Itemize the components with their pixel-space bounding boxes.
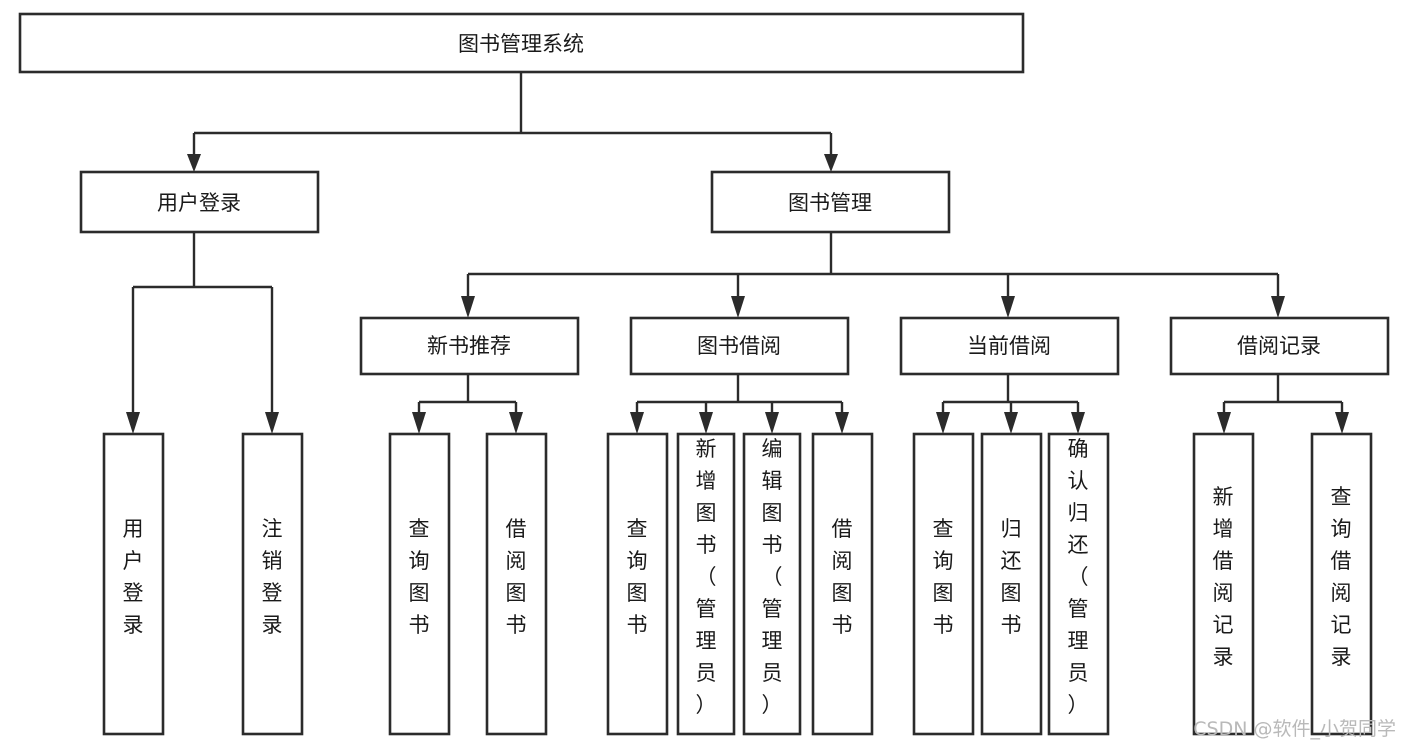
node-book-management-label: 图书管理 (788, 191, 872, 215)
node-leaf-query-book-3[interactable]: 查询图书 (912, 432, 975, 736)
node-current-borrow-box[interactable] (899, 316, 1120, 376)
node-leaf-user-login-box[interactable] (102, 432, 165, 736)
arrowhead-current-borrow (1001, 296, 1015, 318)
node-leaf-logout[interactable]: 注销登录 (241, 432, 304, 736)
node-leaf-query-book-3-box[interactable] (912, 432, 975, 736)
node-borrow-record[interactable]: 借阅记录 (1169, 316, 1390, 376)
node-leaf-logout-box[interactable] (241, 432, 304, 736)
node-leaf-return-book[interactable]: 归还图书 (980, 432, 1043, 736)
arrowhead-leaf-logout (265, 412, 279, 434)
node-leaf-edit-book[interactable]: 编辑图书（管理员） (742, 432, 802, 736)
node-current-borrow-label: 当前借阅 (967, 334, 1051, 358)
node-leaf-borrow-book-1[interactable]: 借阅图书 (485, 432, 548, 736)
arrowhead-borrow-record (1271, 296, 1285, 318)
node-leaf-add-record-label: 新增借阅记录 (1213, 485, 1234, 669)
node-leaf-add-record-box[interactable] (1192, 432, 1255, 736)
node-leaf-borrow-book-2-box[interactable] (811, 432, 874, 736)
node-leaf-query-book-2-label: 查询图书 (627, 517, 648, 637)
node-leaf-edit-book-box[interactable] (742, 432, 802, 736)
node-book-borrow-label: 图书借阅 (697, 334, 781, 358)
node-leaf-borrow-book-1-box[interactable] (485, 432, 548, 736)
arrowhead-leaf-add-book (699, 412, 713, 434)
node-current-borrow[interactable]: 当前借阅 (899, 316, 1120, 376)
node-leaf-borrow-book-2-label: 借阅图书 (832, 517, 853, 637)
connectors (126, 72, 1349, 434)
node-leaf-add-book-label: 新增图书（管理员） (696, 437, 717, 717)
arrowhead-leaf-confirm-return (1071, 412, 1085, 434)
arrowhead-leaf-borrow-book-1 (509, 412, 523, 434)
node-leaf-confirm-return[interactable]: 确认归还（管理员） (1047, 432, 1110, 736)
node-leaf-user-login[interactable]: 用户登录 (102, 432, 165, 736)
node-leaf-add-book[interactable]: 新增图书（管理员） (676, 432, 736, 736)
node-leaf-edit-book-label: 编辑图书（管理员） (762, 437, 783, 717)
node-book-borrow-box[interactable] (629, 316, 850, 376)
node-leaf-user-login-label: 用户登录 (123, 517, 144, 637)
arrowhead-user-login (187, 154, 201, 172)
node-leaf-query-book-3-label: 查询图书 (933, 517, 954, 637)
node-new-book-recommend-label: 新书推荐 (427, 334, 511, 358)
arrowhead-leaf-add-record (1217, 412, 1231, 434)
node-root-box[interactable] (18, 12, 1025, 74)
node-leaf-add-book-box[interactable] (676, 432, 736, 736)
arrowhead-leaf-query-record (1335, 412, 1349, 434)
node-leaf-query-book-1[interactable]: 查询图书 (388, 432, 451, 736)
arrowhead-new-book-recommend (461, 296, 475, 318)
arrowhead-leaf-borrow-book-2 (835, 412, 849, 434)
node-leaf-confirm-return-label: 确认归还（管理员） (1068, 437, 1089, 717)
node-leaf-query-book-2-box[interactable] (606, 432, 669, 736)
node-leaf-query-record-label: 查询借阅记录 (1331, 485, 1352, 669)
arrowhead-leaf-return-book (1004, 412, 1018, 434)
node-leaf-return-book-label: 归还图书 (1001, 517, 1022, 637)
arrowhead-leaf-edit-book (765, 412, 779, 434)
arrowhead-book-management (824, 154, 838, 172)
node-book-borrow[interactable]: 图书借阅 (629, 316, 850, 376)
arrowhead-book-borrow (731, 296, 745, 318)
node-book-management[interactable]: 图书管理 (710, 170, 951, 234)
node-user-login-box[interactable] (79, 170, 320, 234)
node-leaf-query-record[interactable]: 查询借阅记录 (1310, 432, 1373, 736)
node-book-management-box[interactable] (710, 170, 951, 234)
node-new-book-recommend[interactable]: 新书推荐 (359, 316, 580, 376)
arrowhead-leaf-user-login (126, 412, 140, 434)
node-leaf-query-book-2[interactable]: 查询图书 (606, 432, 669, 736)
node-borrow-record-label: 借阅记录 (1237, 334, 1321, 358)
node-leaf-logout-label: 注销登录 (262, 517, 283, 637)
node-leaf-add-record[interactable]: 新增借阅记录 (1192, 432, 1255, 736)
node-leaf-query-book-1-label: 查询图书 (409, 517, 430, 637)
node-root-label: 图书管理系统 (458, 32, 584, 56)
node-leaf-return-book-box[interactable] (980, 432, 1043, 736)
node-borrow-record-box[interactable] (1169, 316, 1390, 376)
watermark-text: CSDN @软件_小贺同学 (1193, 718, 1396, 740)
arrowhead-leaf-query-book-3 (936, 412, 950, 434)
node-leaf-query-record-box[interactable] (1310, 432, 1373, 736)
node-user-login-label: 用户登录 (157, 191, 241, 215)
node-leaf-confirm-return-box[interactable] (1047, 432, 1110, 736)
node-leaf-query-book-1-box[interactable] (388, 432, 451, 736)
node-leaf-borrow-book-2[interactable]: 借阅图书 (811, 432, 874, 736)
arrowhead-leaf-query-book-1 (412, 412, 426, 434)
arrowhead-leaf-query-book-2 (630, 412, 644, 434)
node-new-book-recommend-box[interactable] (359, 316, 580, 376)
node-root[interactable]: 图书管理系统 (18, 12, 1025, 74)
node-leaf-borrow-book-1-label: 借阅图书 (506, 517, 527, 637)
node-user-login[interactable]: 用户登录 (79, 170, 320, 234)
